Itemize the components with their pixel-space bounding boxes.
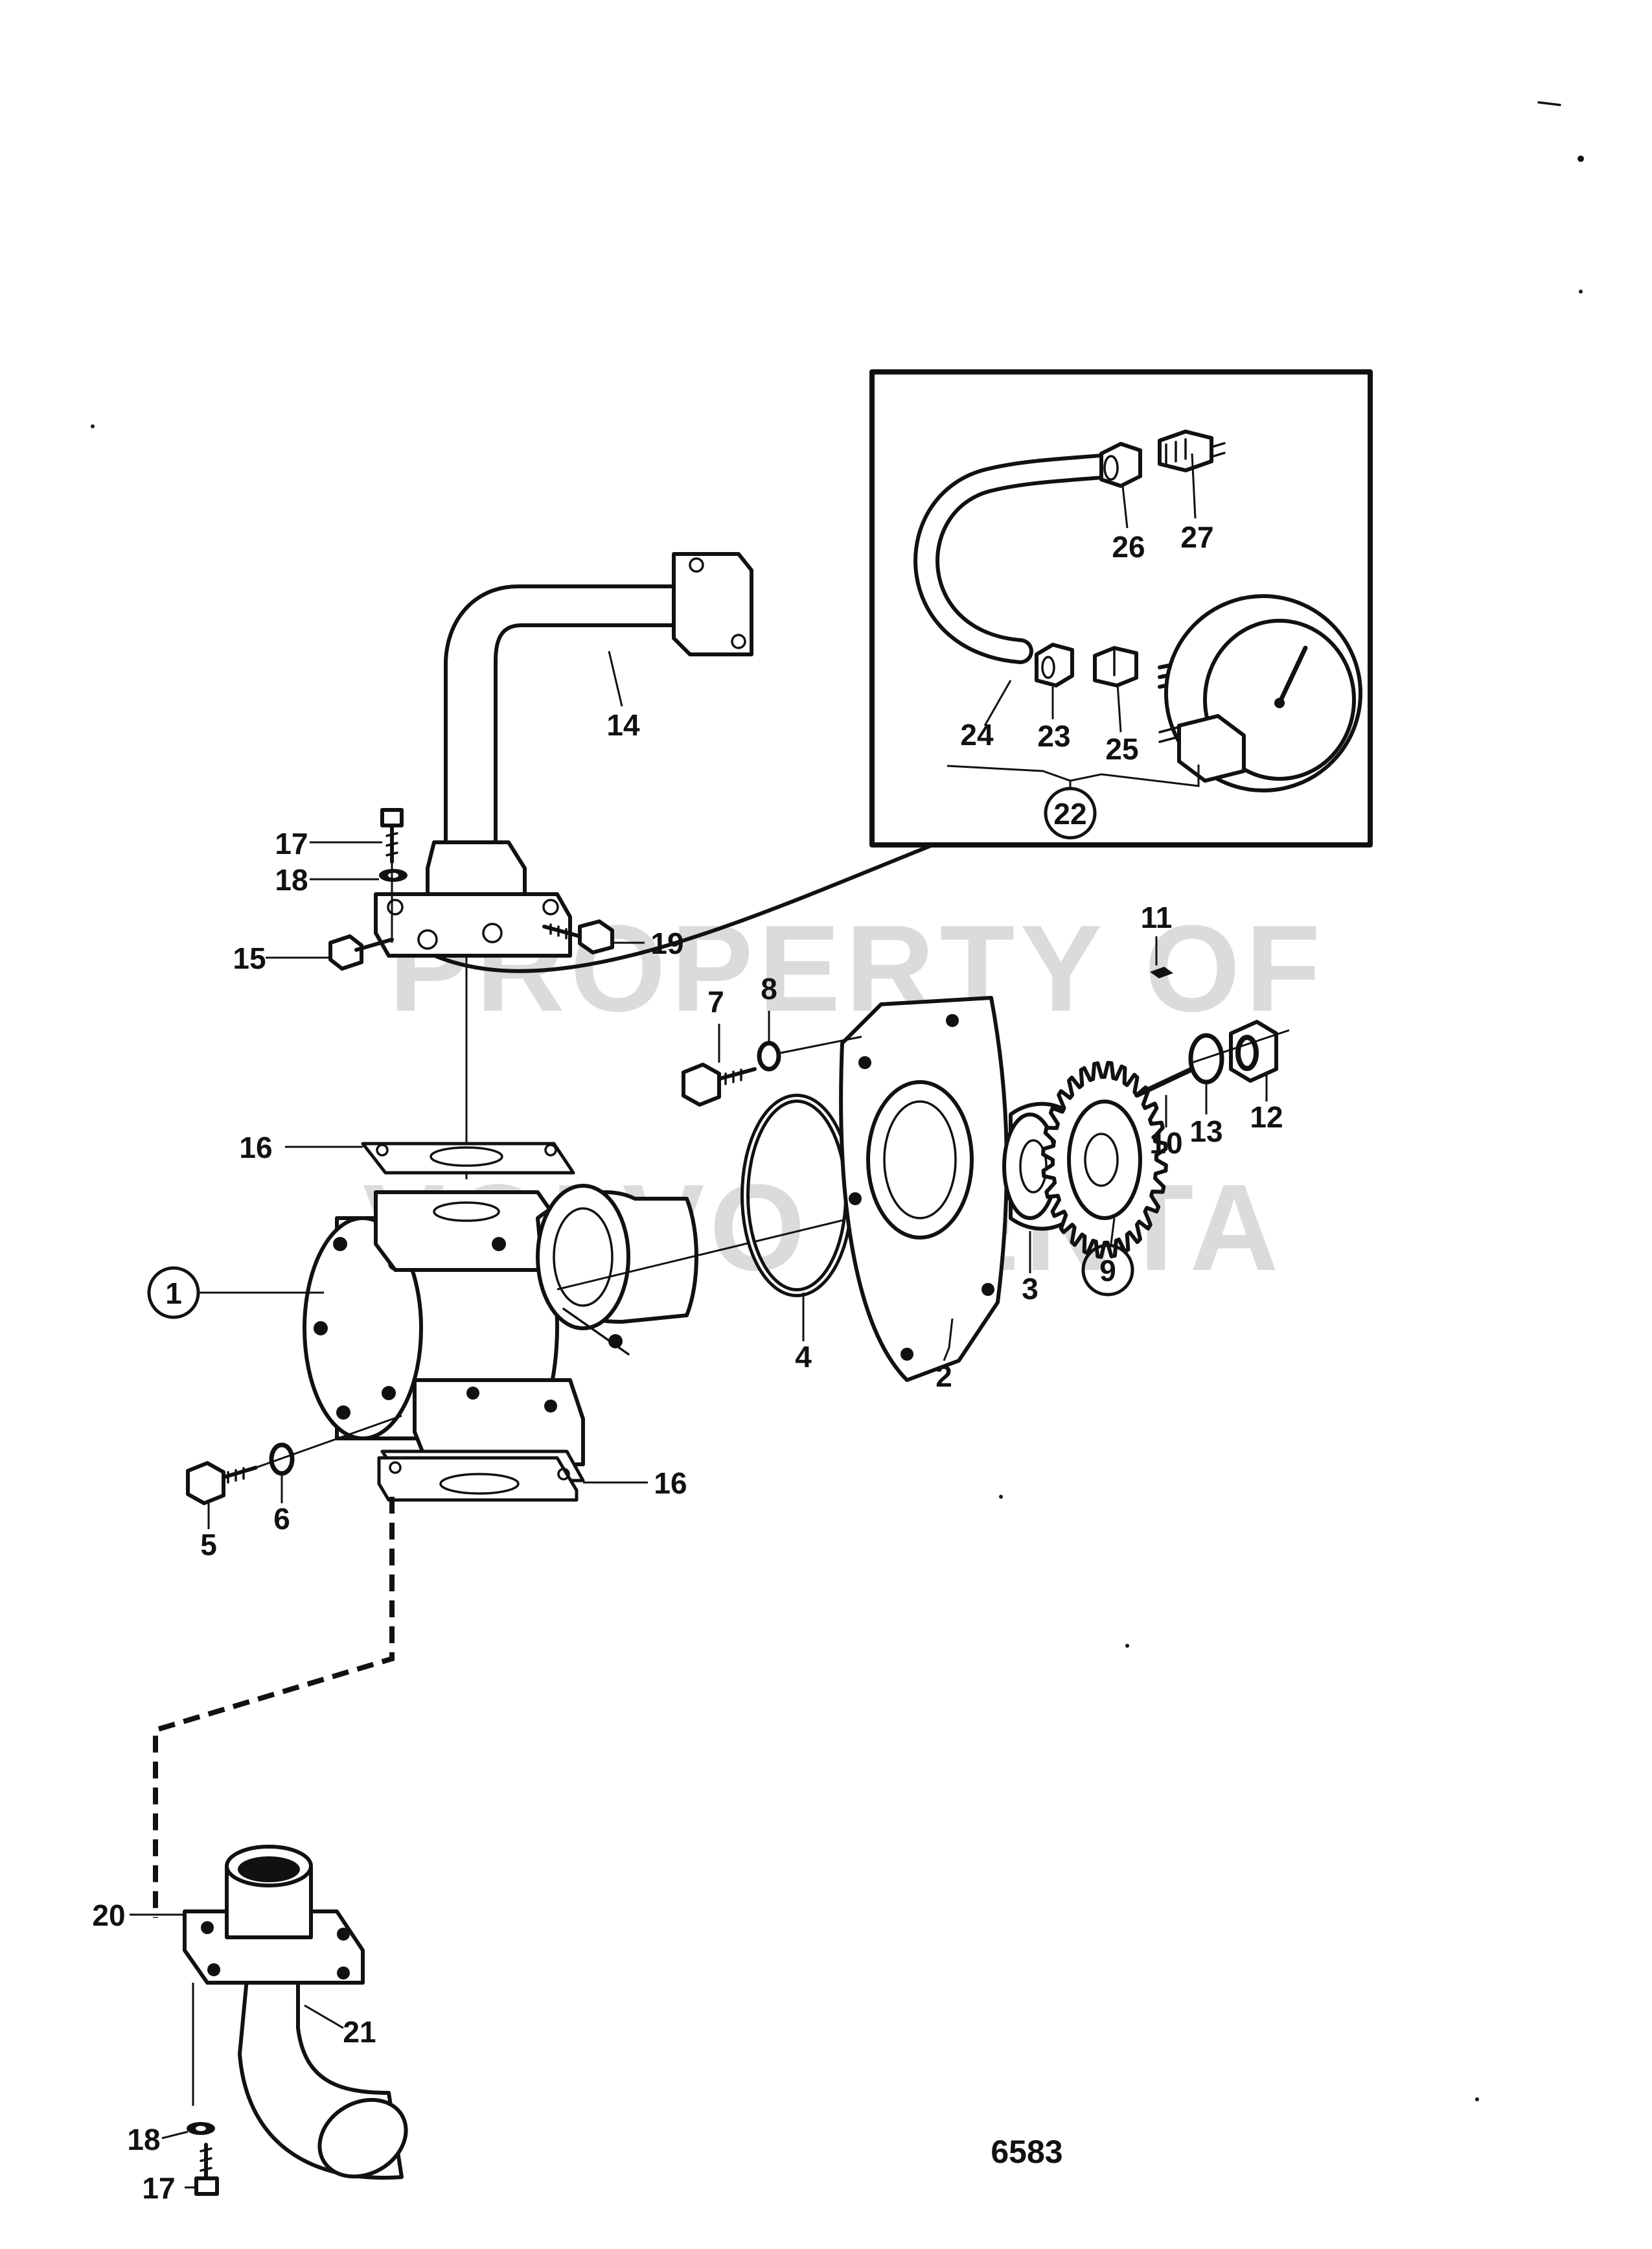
- inset-gauge-kit: [426, 369, 1373, 973]
- callout-22-circle: [1044, 787, 1097, 840]
- callout-20: 20: [92, 1898, 125, 1932]
- callout-8: 8: [761, 972, 777, 1006]
- callout-27: 27: [1180, 520, 1213, 554]
- gauge-face: [1203, 619, 1356, 781]
- washer-8: [757, 1041, 781, 1072]
- callout-17-bottom: 17: [142, 2171, 175, 2205]
- union-27: [1158, 430, 1226, 472]
- nut-12: [1229, 1020, 1278, 1083]
- pipe-14-base: [426, 840, 527, 896]
- bolt-7: [682, 1063, 757, 1107]
- callout-16-top: 16: [239, 1131, 272, 1164]
- stud-10: [1134, 1067, 1195, 1098]
- callout-25: 25: [1105, 732, 1138, 766]
- drawing-number: 6583: [991, 2134, 1062, 2170]
- callout-7: 7: [707, 985, 724, 1019]
- gasket-16-bottom: [377, 1449, 585, 1502]
- dashed-connection: [153, 1497, 395, 1918]
- pipe-14-body: [444, 584, 692, 844]
- kit-22-bracket: [946, 765, 1200, 787]
- callout-9: 9: [1099, 1254, 1116, 1287]
- callout-18-top: 18: [275, 863, 308, 897]
- gauge-bracket: [1177, 714, 1246, 783]
- callout-9-circle: [1081, 1243, 1134, 1297]
- callout-13: 13: [1189, 1114, 1222, 1148]
- pressure-gauge: [1158, 594, 1362, 792]
- callout-1-circle: [147, 1266, 200, 1319]
- callout-23: 23: [1037, 719, 1070, 753]
- callout-15: 15: [233, 941, 266, 975]
- callout-11: 11: [1141, 901, 1173, 934]
- bolt-15: [328, 934, 394, 971]
- callout-6: 6: [273, 1502, 290, 1536]
- callout-labels: 1 2 3 4 5 6 7 8 9 10 11 12 13 14 15 16 1…: [92, 520, 1283, 2205]
- bolt-5: [186, 1461, 258, 1505]
- callout-3: 3: [1022, 1272, 1038, 1306]
- callout-16-bottom: 16: [654, 1466, 687, 1500]
- bolt-17-bottom: [194, 2143, 219, 2196]
- elbow-21: [183, 1845, 408, 2180]
- callout-10: 10: [1149, 1126, 1182, 1160]
- flange-plate-2: [839, 996, 1009, 1382]
- callout-4: 4: [795, 1340, 812, 1374]
- callout-19: 19: [650, 927, 683, 960]
- callout-14: 14: [606, 708, 640, 742]
- callout-1: 1: [165, 1276, 182, 1310]
- pipe-14-flange-top: [672, 552, 753, 656]
- callout-2: 2: [935, 1359, 952, 1393]
- callout-24: 24: [960, 718, 994, 752]
- scan-specks: [91, 101, 1584, 2101]
- tube-24-inner: [917, 457, 1110, 660]
- pump-housing-1: [303, 1184, 698, 1466]
- leader-lines: [130, 453, 1268, 2189]
- key-11: [1150, 967, 1173, 978]
- bolt-17-top: [380, 808, 404, 864]
- callout-22: 22: [1053, 797, 1086, 831]
- elbow-outlet: [317, 2097, 408, 2179]
- gear-9: [1041, 1061, 1168, 1259]
- gasket-16-top: [361, 1142, 575, 1175]
- gauge-needle: [1277, 645, 1308, 706]
- pump-bottom-port: [413, 1378, 585, 1466]
- callout-12: 12: [1250, 1100, 1283, 1134]
- callout-5: 5: [200, 1528, 217, 1562]
- pump-cover: [303, 1216, 423, 1440]
- nut-25: [1093, 646, 1138, 687]
- pump-top-flange: [374, 1190, 562, 1272]
- inset-connector-line: [426, 843, 935, 973]
- callout-21: 21: [343, 2015, 376, 2049]
- nipple-23: [1035, 643, 1074, 687]
- callout-17-top: 17: [275, 827, 308, 860]
- outlet-pipe-14: [374, 552, 753, 958]
- bolt-19: [542, 919, 614, 954]
- pipe-14-flange-bottom: [374, 892, 572, 958]
- callout-26: 26: [1112, 530, 1145, 564]
- inset-frame: [869, 369, 1373, 848]
- nut-26: [1099, 442, 1142, 488]
- callout-18-bottom: 18: [127, 2123, 160, 2156]
